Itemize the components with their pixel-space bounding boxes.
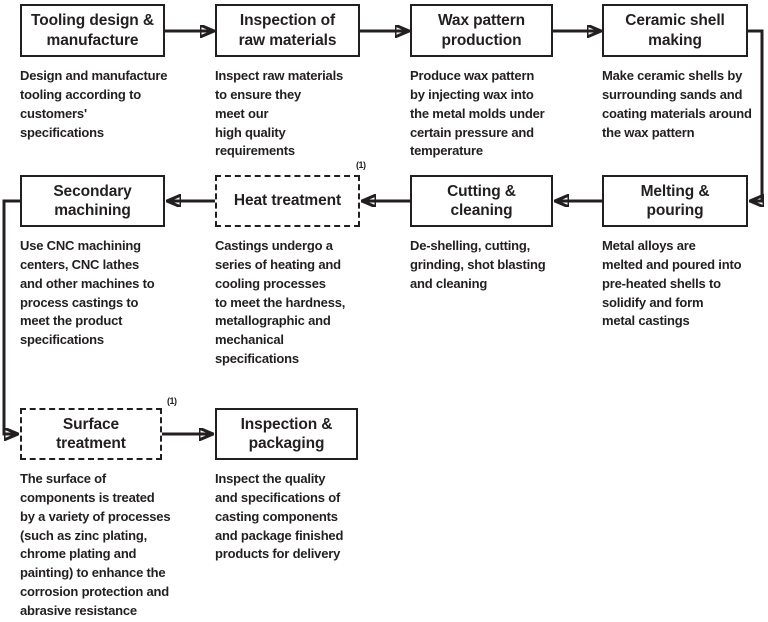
footnote-marker-heat-treatment: (1) <box>356 160 366 170</box>
flow-node-wax-pattern-production: Wax pattern production Produce wax patte… <box>410 4 553 161</box>
flow-node-inspection-packaging: Inspection & packaging Inspect the quali… <box>215 408 358 564</box>
node-title: Cutting & cleaning <box>447 182 516 219</box>
node-description: Design and manufacture tooling according… <box>20 68 168 140</box>
node-title: Secondary machining <box>53 182 132 219</box>
node-description: The surface of components is treated by … <box>20 471 171 618</box>
node-title: Wax pattern production <box>437 12 526 49</box>
flow-node-inspection-raw-materials: Inspection of raw materials Inspect raw … <box>215 4 360 161</box>
arrow-secondary-to-surface <box>2 199 20 434</box>
node-title: Tooling design & manufacture <box>31 12 154 49</box>
node-title: Inspection of raw materials <box>238 12 337 49</box>
flow-node-tooling-design: Tooling design & manufacture Design and … <box>20 4 167 142</box>
node-title: Inspection & packaging <box>240 415 333 452</box>
flow-node-ceramic-shell-making: Ceramic shell making Make ceramic shells… <box>602 4 752 142</box>
node-box-heat-treatment: Heat treatment <box>215 175 360 227</box>
node-description: Use CNC machining centers, CNC lathes an… <box>20 238 155 348</box>
node-box-wax-pattern-production: Wax pattern production <box>410 4 553 57</box>
node-description: Produce wax pattern by injecting wax int… <box>410 68 545 159</box>
flow-node-secondary-machining: Secondary machining Use CNC machining ce… <box>20 175 165 350</box>
flow-node-surface-treatment: Surface treatment The surface of compone… <box>20 408 171 621</box>
node-box-ceramic-shell-making: Ceramic shell making <box>602 4 748 57</box>
flow-node-cutting-cleaning: Cutting & cleaning De-shelling, cutting,… <box>410 175 553 294</box>
node-title: Surface treatment <box>56 415 126 452</box>
node-box-inspection-raw-materials: Inspection of raw materials <box>215 4 360 57</box>
node-title: Melting & pouring <box>640 182 710 219</box>
node-description: Inspect raw materials to ensure they mee… <box>215 68 344 159</box>
node-title: Heat treatment <box>233 192 342 210</box>
node-box-secondary-machining: Secondary machining <box>20 175 165 227</box>
node-box-melting-pouring: Melting & pouring <box>602 175 748 227</box>
node-box-inspection-packaging: Inspection & packaging <box>215 408 358 460</box>
footnote-marker-surface-treatment: (1) <box>167 396 177 406</box>
flow-node-melting-pouring: Melting & pouring Metal alloys are melte… <box>602 175 748 331</box>
node-description: Metal alloys are melted and poured into … <box>602 238 742 329</box>
node-description: Inspect the quality and specifications o… <box>215 471 344 562</box>
flow-node-heat-treatment: Heat treatment Castings undergo a series… <box>215 175 360 369</box>
node-box-tooling-design: Tooling design & manufacture <box>20 4 165 57</box>
node-title: Ceramic shell making <box>625 12 725 49</box>
node-box-surface-treatment: Surface treatment <box>20 408 162 460</box>
node-description: De-shelling, cutting, grinding, shot bla… <box>410 238 546 291</box>
node-box-cutting-cleaning: Cutting & cleaning <box>410 175 553 227</box>
node-description: Castings undergo a series of heating and… <box>215 238 346 367</box>
node-description: Make ceramic shells by surrounding sands… <box>602 68 752 140</box>
